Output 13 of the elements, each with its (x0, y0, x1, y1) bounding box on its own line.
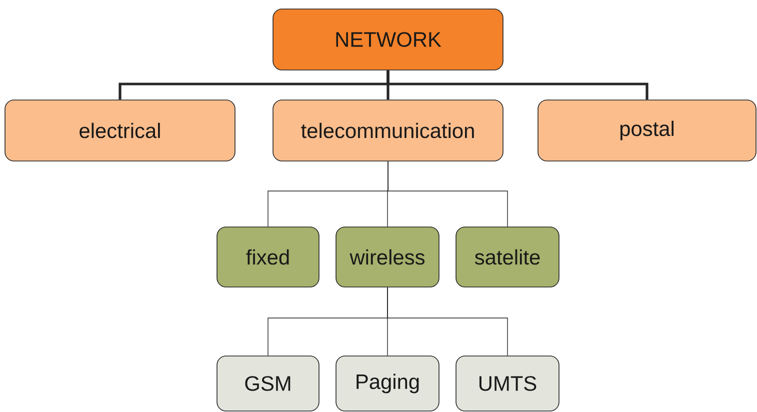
connector-line (388, 161, 508, 227)
category-box: Paging (336, 356, 440, 412)
connector-line (387, 287, 508, 356)
category-box: satelite (456, 226, 560, 288)
network-box: NETWORK (272, 8, 504, 70)
category-box: fixed (216, 226, 320, 288)
category-box: electrical (4, 100, 236, 162)
connector-line (386, 70, 648, 100)
category-box: postal (538, 100, 756, 162)
category-box: wireless (336, 226, 440, 288)
category-box: UMTS (456, 356, 560, 412)
category-box: telecommunication (272, 100, 504, 162)
category-box: GSM (216, 356, 320, 412)
